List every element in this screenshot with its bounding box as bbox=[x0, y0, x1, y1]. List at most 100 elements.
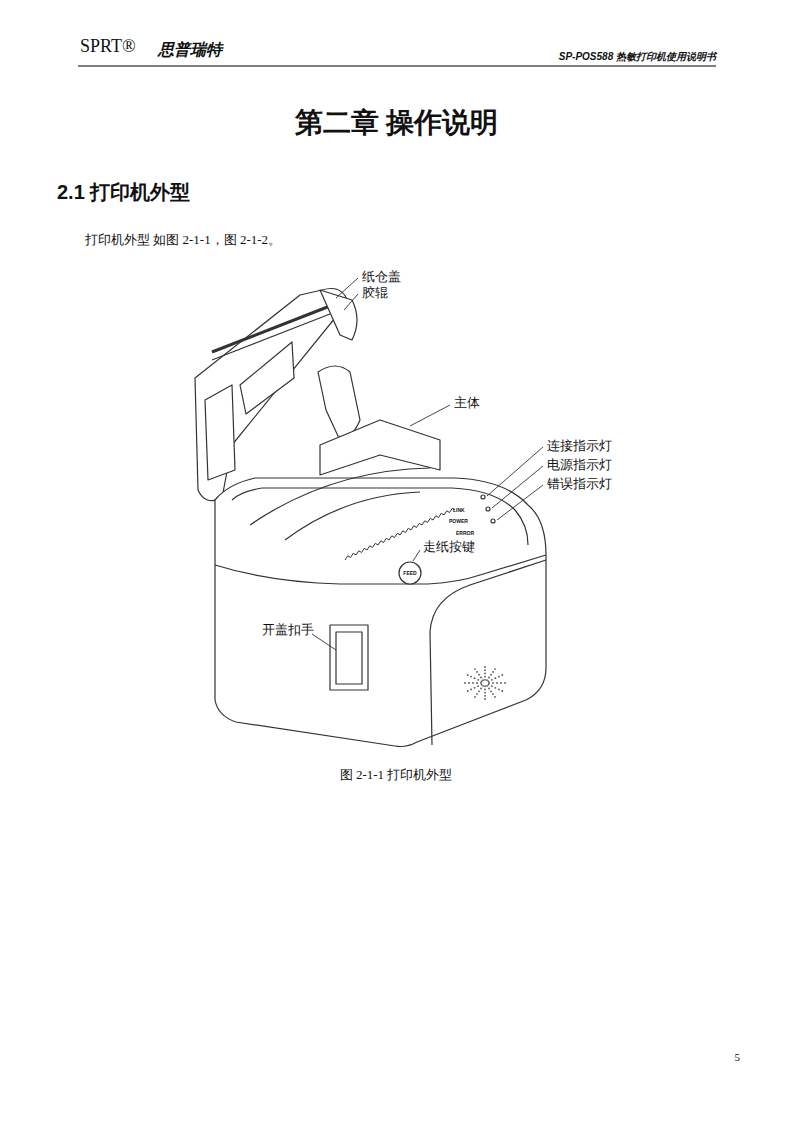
speaker-hole bbox=[486, 679, 488, 681]
speaker-grille bbox=[464, 666, 506, 700]
speaker-hole bbox=[496, 682, 498, 684]
speaker-hole bbox=[492, 693, 494, 695]
speaker-hole bbox=[468, 682, 470, 684]
brand-chinese: 思普瑞特 bbox=[158, 40, 222, 59]
header-rule bbox=[78, 65, 716, 66]
speaker-hole bbox=[492, 682, 494, 684]
panel-marking: LINK bbox=[453, 507, 465, 513]
speaker-hole bbox=[478, 690, 480, 692]
brand-name: SPRT® bbox=[80, 36, 136, 58]
speaker-hole bbox=[480, 688, 482, 690]
button-marking: FEED bbox=[403, 570, 416, 576]
open-handle bbox=[330, 625, 368, 690]
mechanism bbox=[320, 420, 440, 475]
speaker-hole bbox=[498, 689, 500, 691]
error-led bbox=[491, 519, 495, 523]
speaker-hole bbox=[484, 695, 486, 697]
speaker-hole bbox=[464, 682, 466, 684]
speaker-hole bbox=[476, 682, 478, 684]
speaker-hole bbox=[501, 674, 503, 676]
cavity-rim bbox=[232, 488, 528, 545]
part-label: 走纸按键 bbox=[423, 539, 475, 555]
right-panel-edge bbox=[430, 560, 546, 745]
speaker-hole bbox=[501, 690, 503, 692]
chapter-title: 第二章 操作说明 bbox=[295, 106, 498, 140]
speaker-hole bbox=[484, 666, 486, 668]
speaker-hole bbox=[484, 698, 486, 700]
front-top-edge bbox=[215, 555, 546, 584]
speaker-hole bbox=[491, 679, 493, 681]
speaker-hole bbox=[488, 688, 490, 690]
speaker-hole bbox=[470, 689, 472, 691]
speaker-hole bbox=[474, 677, 476, 679]
speaker-hole bbox=[482, 685, 484, 687]
speaker-hole bbox=[494, 668, 496, 670]
speaker-hole bbox=[474, 696, 476, 698]
hinge-arm bbox=[318, 366, 360, 437]
speaker-hole bbox=[467, 674, 469, 676]
leader-line bbox=[497, 485, 543, 520]
speaker-hole bbox=[480, 682, 482, 684]
speaker-hole bbox=[476, 671, 478, 673]
part-label: 电源指示灯 bbox=[547, 457, 612, 473]
leader-line bbox=[410, 405, 450, 426]
open-handle-inner bbox=[336, 632, 362, 684]
leader-line bbox=[336, 278, 358, 298]
speaker-hole bbox=[490, 690, 492, 692]
part-label: 连接指示灯 bbox=[547, 438, 612, 454]
leader-line bbox=[492, 466, 543, 508]
speaker-hole bbox=[488, 684, 490, 686]
speaker-hole bbox=[484, 689, 486, 691]
body bbox=[215, 478, 546, 747]
speaker-hole bbox=[484, 676, 486, 678]
speaker-hole bbox=[484, 673, 486, 675]
leader-line bbox=[312, 634, 336, 650]
speaker-hole bbox=[500, 682, 502, 684]
speaker-hole bbox=[474, 687, 476, 689]
power-led bbox=[486, 507, 490, 511]
speaker-hole bbox=[488, 677, 490, 679]
speaker-hole bbox=[472, 682, 474, 684]
lid-latch bbox=[205, 385, 235, 480]
figure-caption: 图 2-1-1 打印机外型 bbox=[340, 767, 453, 783]
speaker-hole bbox=[495, 687, 497, 689]
speaker-hole bbox=[476, 693, 478, 695]
part-label: 错误指示灯 bbox=[547, 476, 612, 492]
speaker-hole bbox=[488, 682, 490, 684]
roller bbox=[212, 306, 330, 352]
speaker-hole bbox=[470, 676, 472, 678]
speaker-hole bbox=[495, 677, 497, 679]
link-led bbox=[481, 495, 485, 499]
roller-edge bbox=[212, 314, 330, 360]
speaker-hole bbox=[481, 684, 483, 686]
manual-title: SP-POS588 热敏打印机使用说明书 bbox=[559, 51, 716, 63]
speaker-hole bbox=[491, 685, 493, 687]
part-label: 胶辊 bbox=[362, 285, 388, 301]
feed-button bbox=[399, 562, 421, 584]
speaker-hole bbox=[484, 669, 486, 671]
leader-line bbox=[344, 294, 358, 310]
speaker-hole bbox=[484, 679, 486, 681]
leader-lines bbox=[312, 278, 543, 650]
paper-well-inner bbox=[285, 492, 420, 540]
printer-drawing bbox=[195, 289, 546, 747]
speaker-hole bbox=[486, 685, 488, 687]
leader-line bbox=[413, 550, 420, 561]
panel-marking: POWER bbox=[449, 518, 468, 524]
speaker-hole bbox=[480, 677, 482, 679]
paper-well bbox=[250, 468, 430, 525]
speaker-hole bbox=[494, 696, 496, 698]
speaker-hole bbox=[484, 685, 486, 687]
speaker-hole bbox=[488, 681, 490, 683]
speaker-hole bbox=[474, 668, 476, 670]
part-label: 开盖扣手 bbox=[262, 622, 314, 638]
speaker-hole bbox=[481, 681, 483, 683]
speaker-hole bbox=[490, 674, 492, 676]
speaker-hole bbox=[484, 692, 486, 694]
panel-marking: ERROR bbox=[456, 530, 474, 536]
speaker-hole bbox=[492, 671, 494, 673]
speaker-hole bbox=[467, 690, 469, 692]
speaker-hole bbox=[477, 679, 479, 681]
speaker-hole bbox=[478, 674, 480, 676]
